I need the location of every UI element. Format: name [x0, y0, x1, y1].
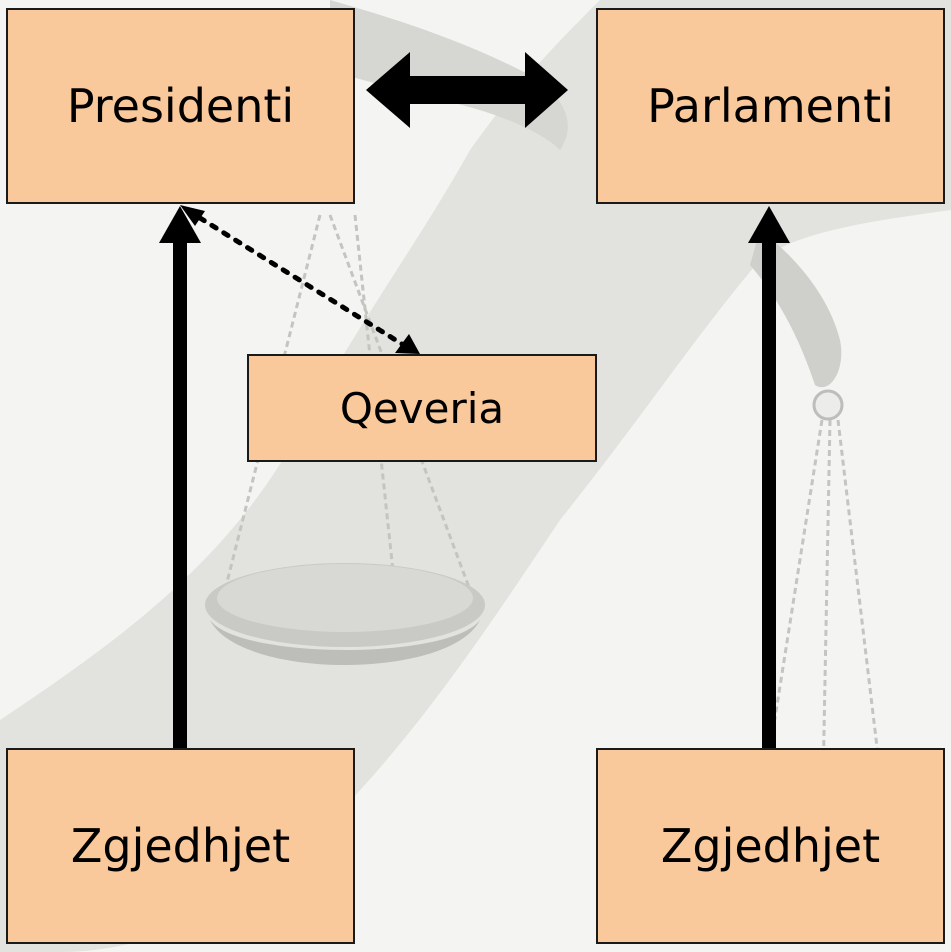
president-label: Presidenti [66, 79, 295, 133]
elections-right-box: Zgjedhjet [596, 748, 945, 944]
elections-right-label: Zgjedhjet [660, 819, 881, 873]
parliament-box: Parlamenti [596, 8, 945, 204]
president-box: Presidenti [6, 8, 355, 204]
president-government-dotted-line [197, 215, 405, 347]
parliament-label: Parlamenti [647, 79, 894, 133]
dotted-arrowhead-government [395, 334, 420, 354]
elections-left-label: Zgjedhjet [70, 819, 291, 873]
government-box: Qeveria [247, 354, 597, 462]
dotted-arrowhead-president [180, 205, 205, 226]
elections-left-box: Zgjedhjet [6, 748, 355, 944]
elections-to-president-arrowhead [159, 206, 201, 243]
government-label: Qeveria [339, 383, 505, 433]
president-parliament-double-arrow [366, 52, 568, 128]
elections-to-parliament-arrowhead [748, 206, 790, 243]
